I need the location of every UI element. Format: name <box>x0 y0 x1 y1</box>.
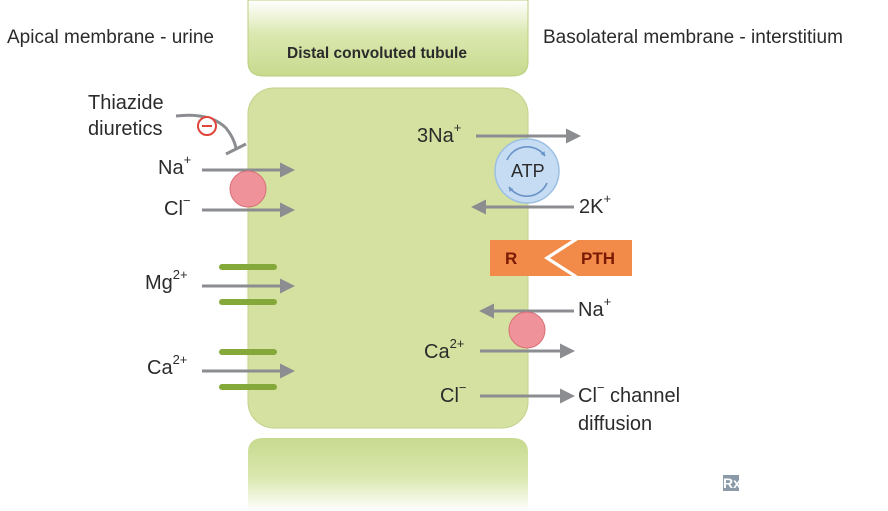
thiazide-label-line2: diuretics <box>88 118 163 140</box>
baso-2k-label: 2K+ <box>579 191 612 218</box>
tubule-top <box>247 0 529 77</box>
rx-mark: Rx <box>723 475 741 491</box>
tubule-bottom <box>248 438 528 511</box>
receptor-label: R <box>505 249 518 268</box>
atp-cycle-arrow-top <box>506 146 546 161</box>
baso-cl-label: Cl− <box>440 380 467 407</box>
apical-na-label: Na+ <box>158 152 192 179</box>
atp-cycle-arrow-bottom <box>508 182 548 197</box>
ncc-cotransporter <box>229 170 267 208</box>
tubule-cell <box>247 87 529 429</box>
baso-na-label: Na+ <box>578 294 612 321</box>
mg-channel-region <box>244 268 274 300</box>
thiazide-inhibit-bar <box>225 142 247 156</box>
apical-ca-label: Ca2+ <box>147 352 188 379</box>
ncx-exchanger <box>508 311 546 349</box>
cl-channel-label-line1: Cl− channel <box>578 380 681 407</box>
pth-hormone <box>550 240 632 276</box>
pth-receptor <box>490 240 572 276</box>
tubule-title: Distal convoluted tubule <box>287 45 467 62</box>
thiazide-label-line1: Thiazide <box>88 92 164 114</box>
pth-label: PTH <box>581 249 615 268</box>
cl-channel-label-line2: diffusion <box>578 413 653 435</box>
apical-cl-label: Cl− <box>164 193 191 220</box>
apical-mg-label: Mg2+ <box>145 267 188 294</box>
baso-3na-label: 3Na+ <box>417 120 462 147</box>
baso-ca-label: Ca2+ <box>424 336 465 363</box>
basolateral-header: Basolateral membrane - interstitium <box>543 27 843 48</box>
atp-label: ATP <box>511 161 545 181</box>
apical-header: Apical membrane - urine <box>7 27 214 48</box>
thiazide-inhibit-line <box>175 113 238 149</box>
